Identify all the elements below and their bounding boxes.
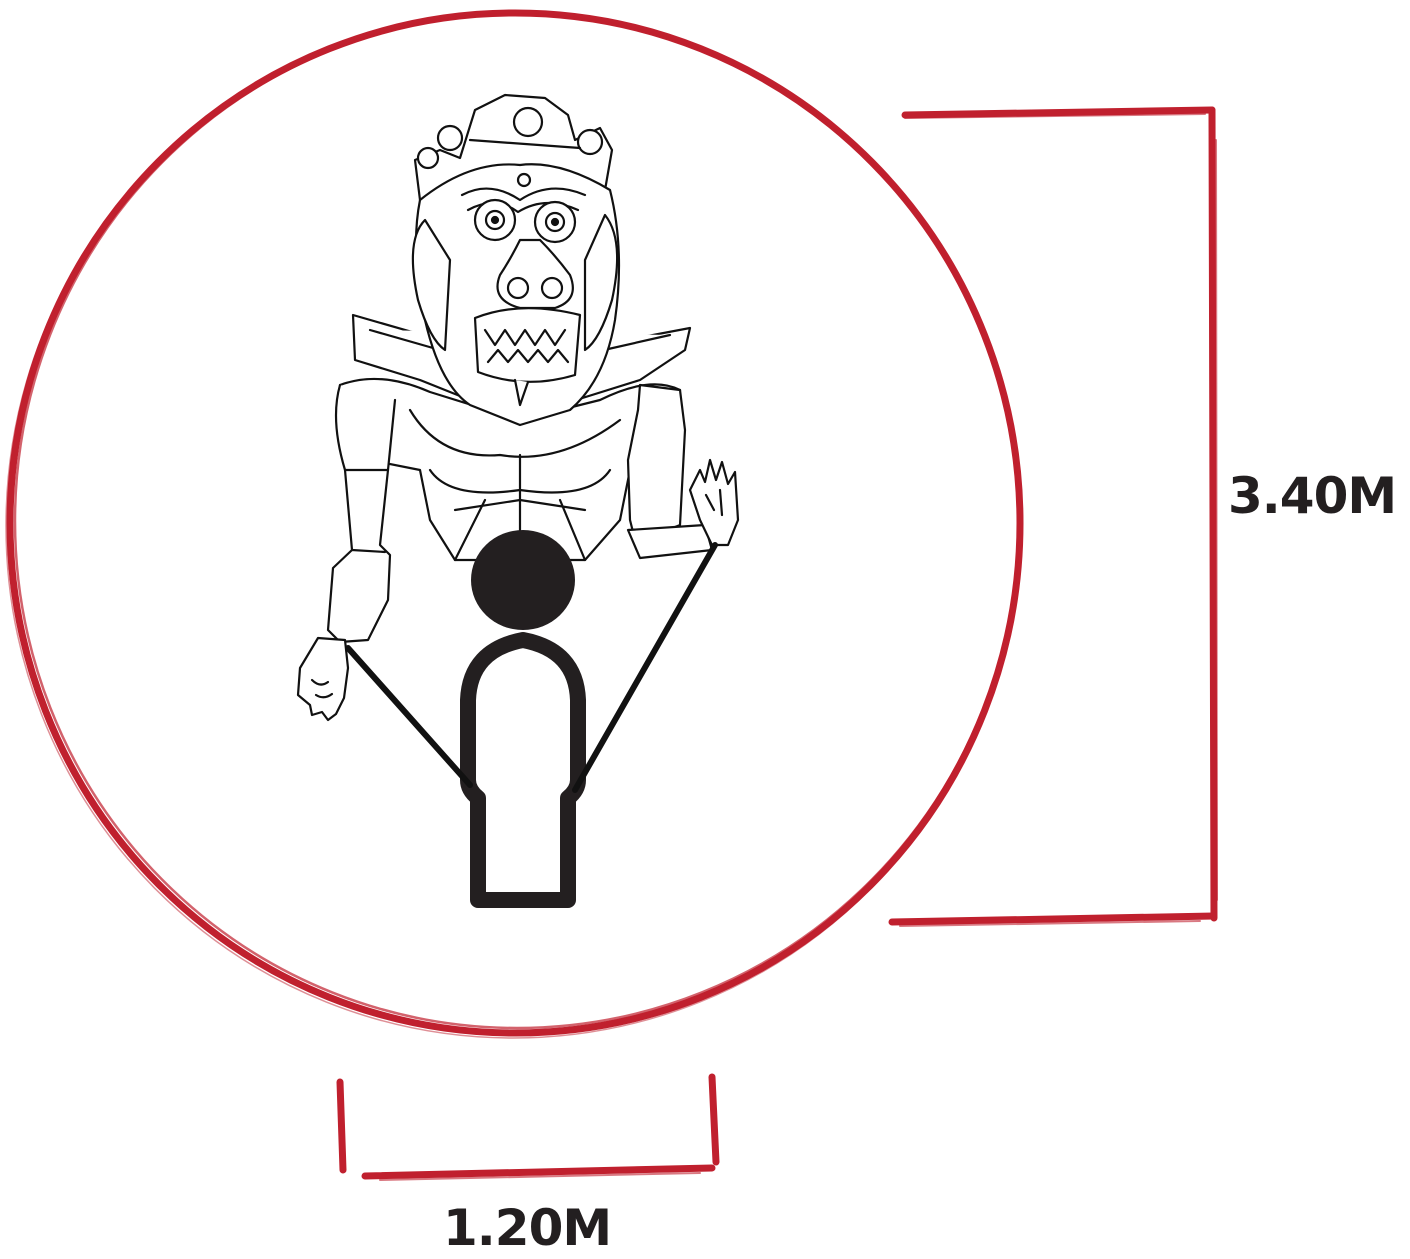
width-dimension-label: 1.20M bbox=[443, 1200, 611, 1256]
width-bracket bbox=[340, 1077, 716, 1180]
height-dimension-label: 3.40M bbox=[1228, 468, 1396, 524]
person-operator-icon bbox=[468, 530, 578, 900]
